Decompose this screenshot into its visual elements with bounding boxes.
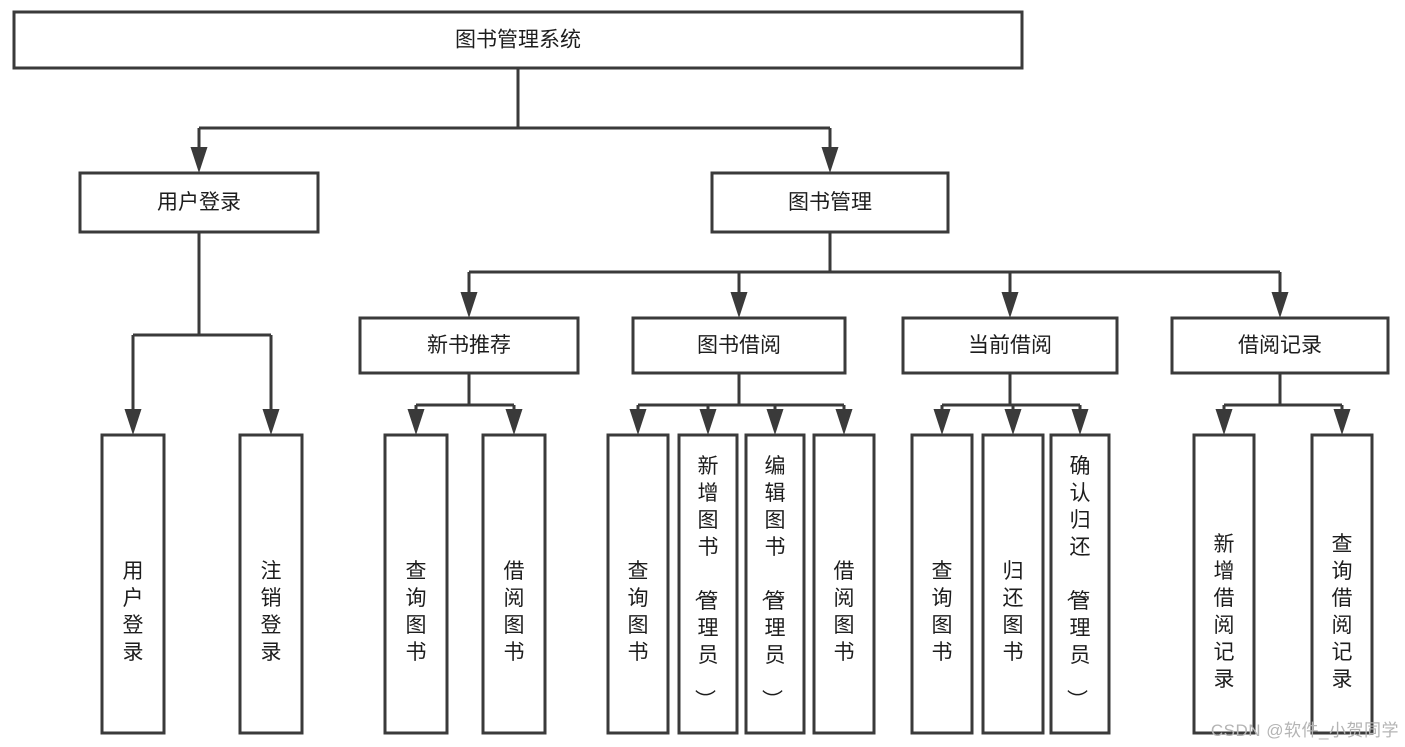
level1-node-user-login[interactable]: 用户登录 (78, 171, 320, 234)
leaf-node-query-book-2[interactable]: 查询图书 (606, 433, 670, 735)
node-label: 借阅图书 (504, 560, 525, 664)
leaf-node-confirm-return[interactable]: 确认归还（管理员） (1049, 433, 1111, 735)
leaf-node-add-book[interactable]: 新增图书（管理员） (677, 433, 739, 735)
node-label: 查询图书 (628, 560, 649, 664)
node-label: 用户登录 (123, 560, 144, 664)
node-label: 查询借阅记录 (1332, 533, 1353, 691)
leaf-node-return-book[interactable]: 归还图书 (981, 433, 1045, 735)
node-label: 图书管理系统 (455, 29, 581, 52)
node-label: 新增借阅记录 (1214, 533, 1235, 691)
node-label: 用户登录 (157, 191, 241, 214)
leaf-node-query-borrow-record[interactable]: 查询借阅记录 (1310, 433, 1374, 735)
node-label: 查询图书 (932, 560, 953, 664)
node-label: 借阅记录 (1238, 334, 1322, 357)
node-label: 新书推荐 (427, 334, 511, 357)
leaf-node-borrow-book-2[interactable]: 借阅图书 (812, 433, 876, 735)
node-label: 注销登录 (261, 560, 282, 664)
leaf-node-query-book-1[interactable]: 查询图书 (383, 433, 449, 735)
node-label: 图书借阅 (697, 334, 781, 357)
connector-layer (124, 68, 1351, 435)
node-label: 图书管理 (788, 191, 872, 214)
leaf-node-edit-book[interactable]: 编辑图书（管理员） (744, 433, 806, 735)
node-label: 当前借阅 (968, 334, 1052, 357)
node-label: 编辑图书（管理员） (760, 455, 786, 710)
level2-node-book-borrow[interactable]: 图书借阅 (631, 316, 847, 375)
leaf-node-borrow-book-1[interactable]: 借阅图书 (481, 433, 547, 735)
level1-node-book-management[interactable]: 图书管理 (710, 171, 950, 234)
leaf-node-add-borrow-record[interactable]: 新增借阅记录 (1192, 433, 1256, 735)
node-label: 确认归还（管理员） (1065, 455, 1091, 710)
node-label: 归还图书 (1003, 560, 1024, 664)
node-layer: 图书管理系统用户登录图书管理用户登录注销登录新书推荐查询图书借阅图书图书借阅查询… (12, 10, 1390, 735)
node-label: 查询图书 (406, 560, 427, 664)
level2-node-current-borrow[interactable]: 当前借阅 (901, 316, 1119, 375)
level2-node-new-book-recommend[interactable]: 新书推荐 (358, 316, 580, 375)
node-label: 新增图书（管理员） (693, 455, 719, 710)
root-node[interactable]: 图书管理系统 (12, 10, 1024, 70)
node-label: 借阅图书 (834, 560, 855, 664)
leaf-node-query-book-3[interactable]: 查询图书 (910, 433, 974, 735)
level2-node-borrow-record[interactable]: 借阅记录 (1170, 316, 1390, 375)
leaf-node-user-logout[interactable]: 注销登录 (238, 433, 304, 735)
leaf-node-user-login-do[interactable]: 用户登录 (100, 433, 166, 735)
